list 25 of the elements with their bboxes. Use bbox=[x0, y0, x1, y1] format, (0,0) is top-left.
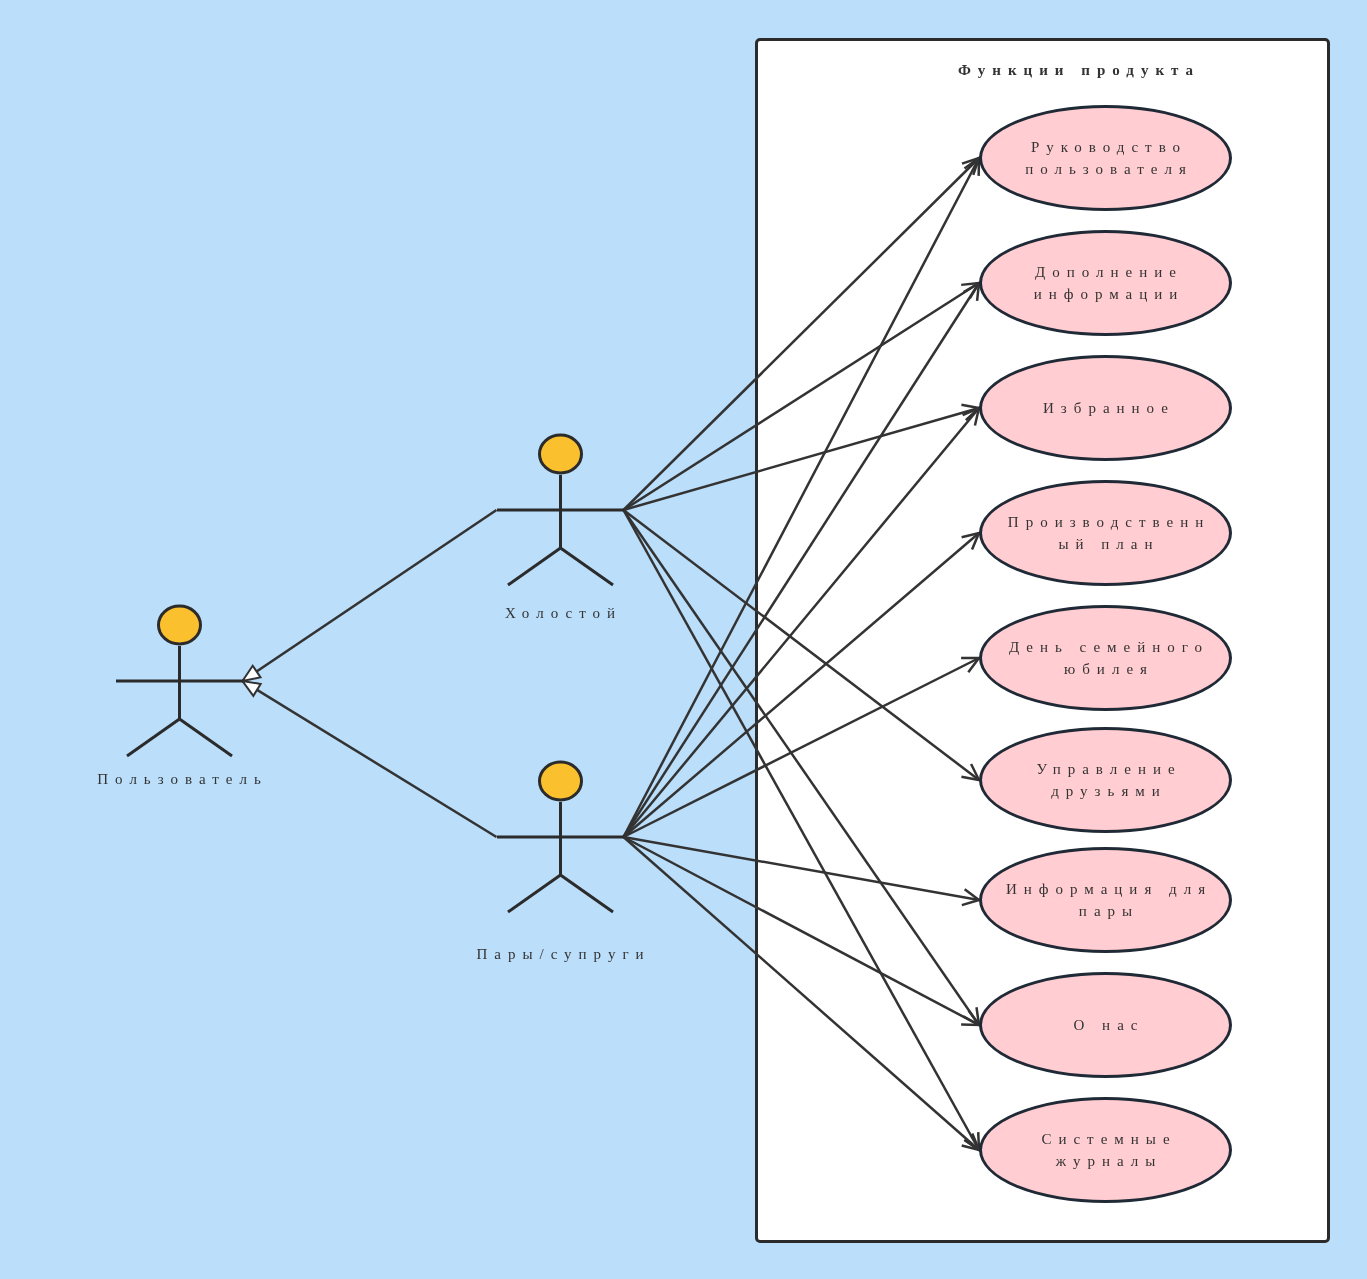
actor-figure bbox=[115, 603, 243, 758]
use-case-label: Информация для пары bbox=[1004, 880, 1214, 921]
use-case-label: Дополнение информации bbox=[1032, 263, 1186, 304]
association-arrow bbox=[622, 156, 981, 838]
use-case-label: Системные журналы bbox=[1040, 1130, 1178, 1171]
actor-name: Холостой bbox=[503, 604, 624, 623]
boundary-title: Функции продукта bbox=[956, 61, 1202, 80]
system-boundary bbox=[755, 38, 1330, 1243]
use-case-label: Руководство пользователя bbox=[1024, 138, 1194, 179]
use-case-label: Производственный план bbox=[1006, 513, 1212, 554]
generalization-arrow bbox=[241, 508, 498, 683]
actor-figure bbox=[496, 759, 624, 914]
association-arrow bbox=[623, 403, 981, 512]
actor-name: Пары/супруги bbox=[475, 945, 652, 964]
use-case-label: Управление друзьями bbox=[1035, 760, 1183, 801]
use-case-label: День семейного юбилея bbox=[1007, 638, 1211, 679]
association-arrow bbox=[622, 836, 981, 1152]
generalization-arrow bbox=[241, 679, 498, 839]
use-case-label: Избранное bbox=[1042, 399, 1176, 418]
association-arrow bbox=[622, 509, 981, 782]
actor-name: Пользователь bbox=[96, 770, 269, 789]
association-arrow bbox=[622, 156, 981, 511]
association-arrow bbox=[623, 835, 981, 907]
use-case-label: О нас bbox=[1072, 1016, 1146, 1035]
actor-figure bbox=[496, 432, 624, 587]
